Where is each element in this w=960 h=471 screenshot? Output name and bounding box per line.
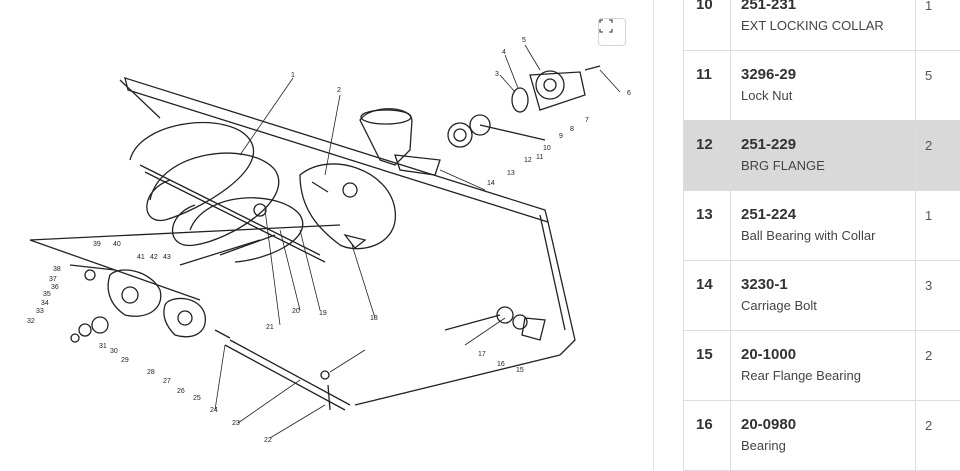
callout-37: 37	[49, 276, 57, 283]
quantity: 3	[925, 278, 933, 293]
expand-icon	[599, 19, 613, 33]
panel-gap	[654, 0, 683, 470]
callout-32: 32	[27, 318, 35, 325]
callout-43: 43	[163, 254, 171, 261]
quantity: 2	[925, 348, 933, 363]
callout-12: 12	[524, 157, 532, 164]
callout-6: 6	[627, 90, 631, 97]
callout-13: 13	[507, 170, 515, 177]
part-description: Carriage Bolt	[741, 298, 817, 313]
chute	[359, 108, 441, 176]
callout-21: 21	[266, 324, 274, 331]
part-number: 3296-29	[741, 66, 797, 83]
callout-19: 19	[319, 310, 327, 317]
item-number: 16	[696, 416, 713, 433]
quantity: 5	[925, 68, 933, 83]
callout-16: 16	[497, 361, 505, 368]
callout-23: 23	[232, 420, 240, 427]
callout-18: 18	[370, 315, 378, 322]
callout-41: 41	[137, 254, 145, 261]
callout-2: 2	[337, 87, 341, 94]
part-description: Bearing	[741, 438, 786, 453]
part-description: EXT LOCKING COLLAR	[741, 18, 884, 33]
callout-39: 39	[93, 241, 101, 248]
callout-10: 10	[543, 145, 551, 152]
callout-42: 42	[150, 254, 158, 261]
bearing-assembly-right	[447, 65, 601, 148]
quantity: 1	[925, 0, 933, 13]
auger	[129, 121, 326, 263]
callout-29: 29	[121, 357, 129, 364]
quantity: 2	[925, 138, 933, 153]
leader-lines	[214, 44, 621, 439]
item-number: 15	[696, 346, 713, 363]
exploded-parts-diagram: 1 2 3 4 5 6 7 8 9 10 11 12 13 14 15 16 1…	[27, 37, 631, 444]
callout-11: 11	[536, 154, 543, 161]
callout-31: 31	[99, 343, 107, 350]
callout-22: 22	[264, 437, 272, 444]
callout-34: 34	[41, 300, 49, 307]
gear-assembly-left	[69, 234, 276, 343]
callout-25: 25	[193, 395, 201, 402]
expand-button[interactable]	[598, 18, 626, 46]
callout-26: 26	[177, 388, 185, 395]
callout-38: 38	[53, 266, 61, 273]
callout-numbers: 1 2 3 4 5 6 7 8 9 10 11 12 13 14 15 16 1…	[27, 37, 631, 444]
part-number: 251-224	[741, 206, 797, 223]
part-number: 3230-1	[741, 276, 788, 293]
callout-36: 36	[51, 284, 59, 291]
item-number: 12	[696, 136, 713, 153]
part-number: 251-231	[741, 0, 797, 13]
item-number: 13	[696, 206, 713, 223]
lower-shaft	[224, 339, 351, 411]
callout-17: 17	[478, 351, 486, 358]
parts-diagram-panel: 1 2 3 4 5 6 7 8 9 10 11 12 13 14 15 16 1…	[27, 0, 654, 470]
part-description: Ball Bearing with Collar	[741, 228, 876, 243]
callout-3: 3	[495, 71, 499, 78]
housing-outline	[29, 77, 576, 406]
callout-8: 8	[570, 126, 574, 133]
callout-4: 4	[502, 49, 506, 56]
quantity: 2	[925, 418, 933, 433]
callout-1: 1	[291, 72, 295, 79]
callout-5: 5	[522, 37, 526, 44]
item-number: 14	[696, 276, 713, 293]
callout-7: 7	[585, 117, 589, 124]
item-number: 11	[696, 66, 712, 83]
part-number: 251-229	[741, 136, 797, 153]
callout-35: 35	[43, 291, 51, 298]
impeller	[299, 163, 396, 250]
callout-33: 33	[36, 308, 44, 315]
part-number: 20-0980	[741, 416, 797, 433]
callout-24: 24	[210, 407, 218, 414]
part-number: 20-1000	[741, 346, 797, 363]
callout-20: 20	[292, 308, 300, 315]
callout-27: 27	[163, 378, 171, 385]
bearing-assembly-lower-right	[444, 306, 546, 341]
item-number: 10	[696, 0, 713, 13]
quantity: 1	[925, 208, 933, 223]
part-description: Lock Nut	[741, 88, 793, 103]
callout-14: 14	[487, 180, 495, 187]
callout-40: 40	[113, 241, 121, 248]
callout-28: 28	[147, 369, 155, 376]
part-description: Rear Flange Bearing	[741, 368, 861, 383]
callout-9: 9	[559, 133, 563, 140]
callout-15: 15	[516, 367, 524, 374]
callout-30: 30	[110, 348, 118, 355]
part-description: BRG FLANGE	[741, 158, 825, 173]
